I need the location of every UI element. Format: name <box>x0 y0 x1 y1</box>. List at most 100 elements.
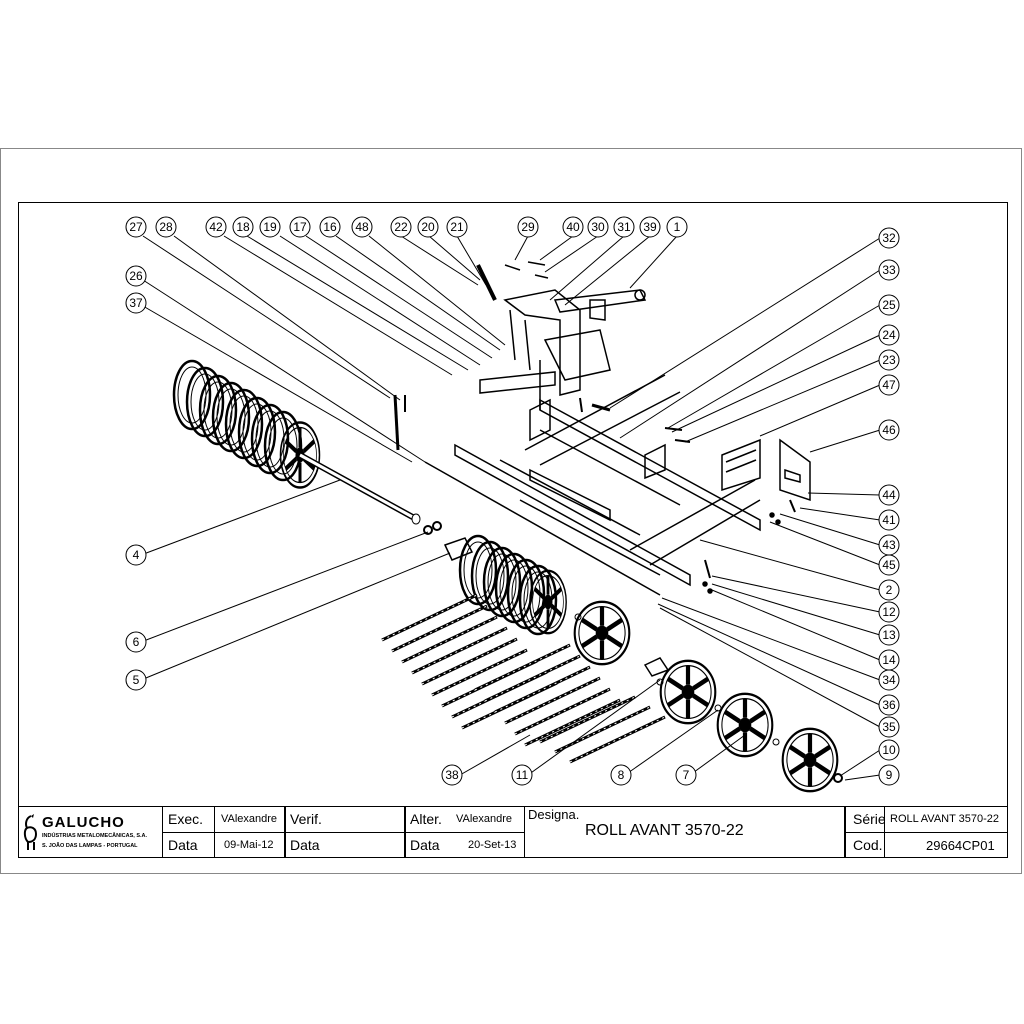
exec-date: 09-Mai-12 <box>224 839 274 851</box>
callout-48: 48 <box>351 216 373 238</box>
callout-34: 34 <box>878 669 900 691</box>
callout-27: 27 <box>125 216 147 238</box>
callout-28: 28 <box>155 216 177 238</box>
exec-date-label: Data <box>168 837 198 853</box>
callout-22: 22 <box>390 216 412 238</box>
callout-37: 37 <box>125 292 147 314</box>
cod-label: Cod. <box>853 837 883 853</box>
svg-text:5: 5 <box>133 673 140 687</box>
callout-29: 29 <box>517 216 539 238</box>
svg-text:32: 32 <box>882 231 896 245</box>
svg-text:17: 17 <box>293 220 307 234</box>
svg-text:24: 24 <box>882 328 896 342</box>
cod-value: 29664CP01 <box>926 838 995 853</box>
callout-balloons: 27 28 42 18 19 17 16 48 22 20 21 29 40 3… <box>125 216 900 786</box>
callout-21: 21 <box>446 216 468 238</box>
svg-text:40: 40 <box>566 220 580 234</box>
verif-date-label: Data <box>290 837 320 853</box>
callout-13: 13 <box>878 624 900 646</box>
svg-text:13: 13 <box>882 628 896 642</box>
svg-text:48: 48 <box>355 220 369 234</box>
svg-text:8: 8 <box>618 768 625 782</box>
svg-text:9: 9 <box>886 768 893 782</box>
svg-text:31: 31 <box>617 220 631 234</box>
company-location: S. JOÃO DAS LAMPAS - PORTUGAL <box>42 843 138 849</box>
hitch-tower <box>476 261 647 413</box>
svg-text:1: 1 <box>674 220 681 234</box>
alter-label: Alter. <box>410 811 442 827</box>
svg-text:18: 18 <box>236 220 250 234</box>
designa-cell <box>525 806 845 858</box>
callout-18: 18 <box>232 216 254 238</box>
serie-value: ROLL AVANT 3570-22 <box>890 813 1000 825</box>
svg-text:25: 25 <box>882 298 896 312</box>
callout-39: 39 <box>639 216 661 238</box>
callout-19: 19 <box>259 216 281 238</box>
ring-roller-assembly-lower <box>424 461 661 634</box>
designation: ROLL AVANT 3570-22 <box>585 822 744 839</box>
main-frame <box>454 374 761 587</box>
svg-text:23: 23 <box>882 353 896 367</box>
svg-text:27: 27 <box>129 220 143 234</box>
svg-text:12: 12 <box>882 605 896 619</box>
svg-text:14: 14 <box>882 653 896 667</box>
svg-text:35: 35 <box>882 720 896 734</box>
rooster-icon <box>23 814 38 850</box>
callout-16: 16 <box>319 216 341 238</box>
svg-text:43: 43 <box>882 538 896 552</box>
serie-label: Série <box>853 811 886 827</box>
callout-36: 36 <box>878 694 900 716</box>
callout-5: 5 <box>125 669 147 691</box>
ring-roller-assembly-upper <box>172 359 442 535</box>
exec-value: VAlexandre <box>221 813 278 825</box>
callout-8: 8 <box>610 764 632 786</box>
logo-cell: GALUCHO INDÚSTRIAS METALOMECÂNICAS, S.A.… <box>18 806 163 858</box>
callout-24: 24 <box>878 324 900 346</box>
callout-40: 40 <box>562 216 584 238</box>
callout-42: 42 <box>205 216 227 238</box>
callout-35: 35 <box>878 716 900 738</box>
svg-text:11: 11 <box>516 768 529 782</box>
designa-label: Designa. <box>528 807 580 822</box>
callout-14: 14 <box>878 649 900 671</box>
svg-text:22: 22 <box>394 220 408 234</box>
leader-lines <box>140 235 881 781</box>
drawing-frame <box>18 202 1008 858</box>
side-plates <box>664 427 811 594</box>
svg-text:47: 47 <box>882 378 896 392</box>
callout-45: 45 <box>878 554 900 576</box>
svg-text:21: 21 <box>450 220 464 234</box>
callout-41: 41 <box>878 509 900 531</box>
callout-31: 31 <box>613 216 635 238</box>
callout-30: 30 <box>587 216 609 238</box>
svg-text:16: 16 <box>323 220 337 234</box>
svg-text:2: 2 <box>886 583 893 597</box>
callout-47: 47 <box>878 374 900 396</box>
svg-text:37: 37 <box>129 296 143 310</box>
svg-text:20: 20 <box>421 220 435 234</box>
callout-6: 6 <box>125 631 147 653</box>
callout-33: 33 <box>878 259 900 281</box>
callout-44: 44 <box>878 484 900 506</box>
svg-text:38: 38 <box>445 768 459 782</box>
title-block: GALUCHO INDÚSTRIAS METALOMECÂNICAS, S.A.… <box>18 806 1008 858</box>
svg-text:33: 33 <box>882 263 896 277</box>
callout-25: 25 <box>878 294 900 316</box>
svg-text:4: 4 <box>133 548 140 562</box>
svg-text:42: 42 <box>209 220 223 234</box>
svg-text:10: 10 <box>882 743 896 757</box>
verif-label: Verif. <box>290 811 322 827</box>
svg-text:6: 6 <box>133 635 140 649</box>
callout-20: 20 <box>417 216 439 238</box>
svg-text:26: 26 <box>129 269 143 283</box>
callout-17: 17 <box>289 216 311 238</box>
svg-text:46: 46 <box>882 423 896 437</box>
callout-11: 11 <box>511 764 533 786</box>
alter-value: VAlexandre <box>456 813 513 825</box>
svg-text:44: 44 <box>882 488 896 502</box>
callout-9: 9 <box>878 764 900 786</box>
sheet-border <box>0 148 1022 874</box>
alter-date-label: Data <box>410 837 440 853</box>
company-name: GALUCHO <box>42 814 125 831</box>
